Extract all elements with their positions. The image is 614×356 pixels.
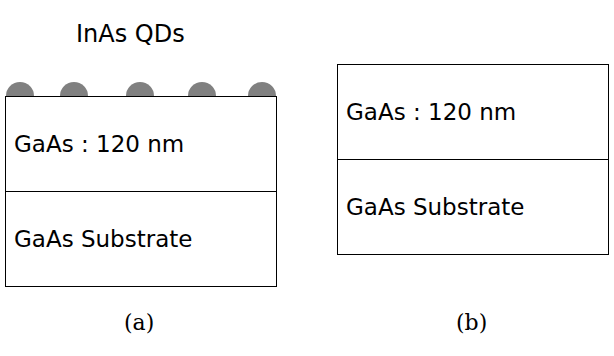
- quantum-dot: [248, 82, 276, 96]
- quantum-dot: [126, 82, 154, 96]
- layer-box: GaAs : 120 nm: [337, 64, 609, 160]
- panel-label: (a): [124, 310, 154, 335]
- layer-label: GaAs : 120 nm: [346, 99, 516, 125]
- quantum-dot: [188, 82, 216, 96]
- quantum-dot: [60, 82, 88, 96]
- layer-label: GaAs Substrate: [346, 194, 524, 220]
- dot-row: [6, 82, 276, 96]
- dot-label: InAs QDs: [76, 20, 185, 48]
- layer-box: GaAs Substrate: [5, 191, 277, 287]
- layer-box: GaAs : 120 nm: [5, 96, 277, 192]
- quantum-dot: [6, 82, 34, 96]
- layer-box: GaAs Substrate: [337, 159, 609, 255]
- panel-label: (b): [456, 310, 487, 335]
- layer-label: GaAs : 120 nm: [14, 131, 184, 157]
- layer-label: GaAs Substrate: [14, 226, 192, 252]
